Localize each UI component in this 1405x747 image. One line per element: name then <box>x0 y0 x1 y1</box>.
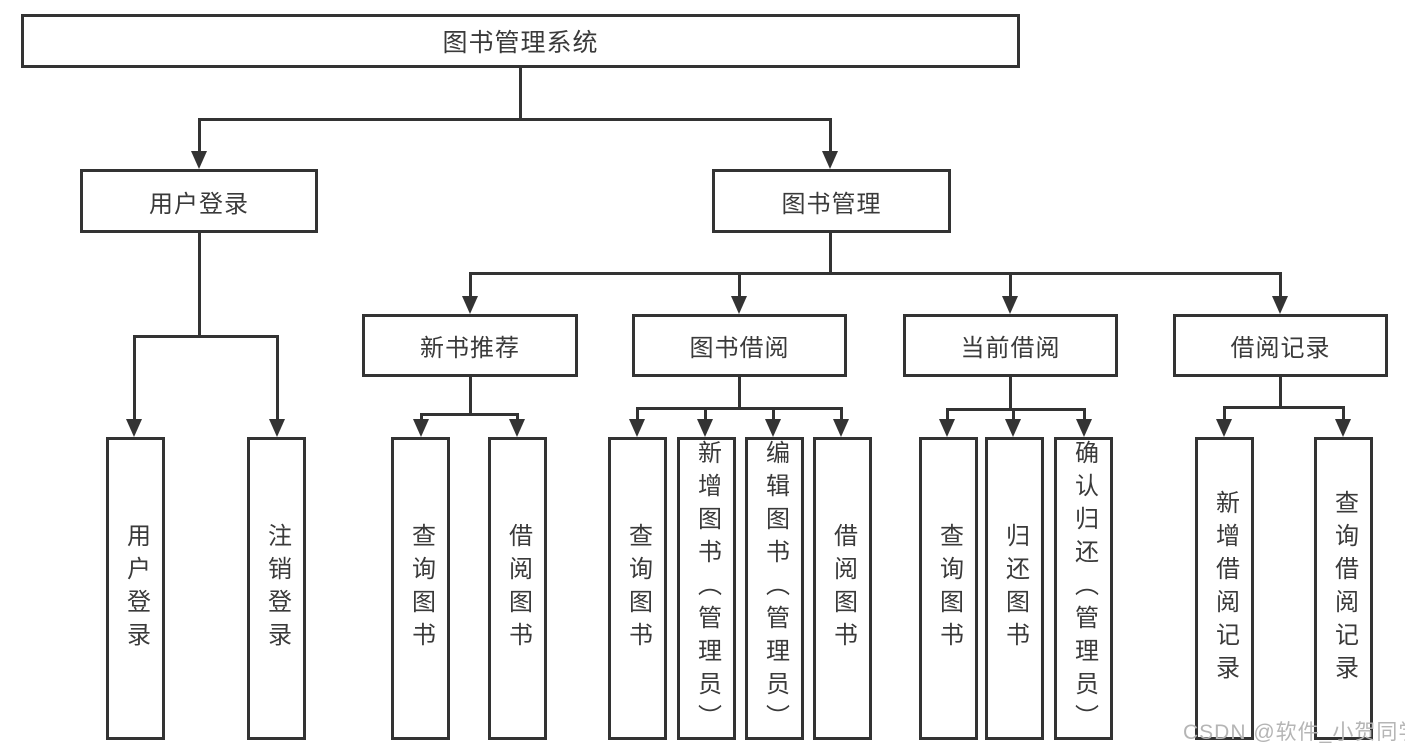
arrow-down-icon <box>1002 296 1018 314</box>
connector-line <box>469 377 472 413</box>
connector-line <box>516 413 519 420</box>
node-borrowing-records: 借阅记录 <box>1173 314 1388 377</box>
arrow-down-icon <box>822 151 838 169</box>
leaf-confirm-return-admin: 确认归还（管理员） <box>1054 437 1113 740</box>
leaf-borrow-books: 借阅图书 <box>813 437 872 740</box>
connector-line <box>829 233 832 272</box>
connector-line <box>1009 272 1012 297</box>
connector-line <box>198 118 201 152</box>
leaf-add-borrow-record: 新增借阅记录 <box>1195 437 1254 740</box>
arrow-down-icon <box>191 151 207 169</box>
connector-line <box>198 233 201 335</box>
connector-line <box>636 407 639 420</box>
leaf-user-login: 用户登录 <box>106 437 165 740</box>
leaf-logout: 注销登录 <box>247 437 306 740</box>
node-current-borrowing: 当前借阅 <box>903 314 1118 377</box>
node-book-borrowing: 图书借阅 <box>632 314 847 377</box>
arrow-down-icon <box>833 419 849 437</box>
arrow-down-icon <box>1272 296 1288 314</box>
connector-line <box>1009 377 1012 408</box>
arrow-down-icon <box>269 419 285 437</box>
connector-line <box>469 272 1282 275</box>
leaf-borrow-books-newbook: 借阅图书 <box>488 437 547 740</box>
connector-line <box>133 335 279 338</box>
connector-line <box>946 408 1086 411</box>
arrow-down-icon <box>939 419 955 437</box>
watermark: CSDN @软件_小贺同学 <box>1183 721 1405 744</box>
leaf-query-books-current: 查询图书 <box>919 437 978 740</box>
node-new-book-recommendation: 新书推荐 <box>362 314 578 377</box>
connector-line <box>772 407 775 420</box>
connector-line <box>276 335 279 420</box>
arrow-down-icon <box>1335 419 1351 437</box>
node-book-management: 图书管理 <box>712 169 951 233</box>
arrow-down-icon <box>1076 419 1092 437</box>
arrow-down-icon <box>126 419 142 437</box>
connector-line <box>198 118 832 121</box>
arrow-down-icon <box>731 296 747 314</box>
leaf-add-books-admin: 新增图书（管理员） <box>677 437 736 740</box>
connector-line <box>420 413 519 416</box>
connector-line <box>1279 272 1282 297</box>
connector-line <box>1083 408 1086 420</box>
connector-line <box>840 407 843 420</box>
arrow-down-icon <box>509 419 525 437</box>
connector-line <box>1223 406 1226 420</box>
leaf-query-borrow-record: 查询借阅记录 <box>1314 437 1373 740</box>
connector-line <box>946 408 949 420</box>
connector-line <box>519 68 522 118</box>
connector-line <box>636 407 843 410</box>
connector-line <box>1342 406 1345 420</box>
leaf-query-books-borrow: 查询图书 <box>608 437 667 740</box>
arrow-down-icon <box>1216 419 1232 437</box>
connector-line <box>738 272 741 297</box>
node-user-login: 用户登录 <box>80 169 318 233</box>
connector-line <box>704 407 707 420</box>
connector-line <box>420 413 423 420</box>
leaf-edit-books-admin: 编辑图书（管理员） <box>745 437 804 740</box>
connector-line <box>1279 377 1282 406</box>
node-library-management-system: 图书管理系统 <box>21 14 1020 68</box>
connector-line <box>829 118 832 152</box>
arrow-down-icon <box>765 419 781 437</box>
connector-line <box>1223 406 1345 409</box>
connector-line <box>1012 408 1015 420</box>
connector-line <box>738 377 741 407</box>
arrow-down-icon <box>697 419 713 437</box>
connector-line <box>469 272 472 297</box>
leaf-return-books: 归还图书 <box>985 437 1044 740</box>
connector-line <box>133 335 136 420</box>
arrow-down-icon <box>462 296 478 314</box>
arrow-down-icon <box>629 419 645 437</box>
leaf-query-books-newbook: 查询图书 <box>391 437 450 740</box>
arrow-down-icon <box>413 419 429 437</box>
arrow-down-icon <box>1005 419 1021 437</box>
